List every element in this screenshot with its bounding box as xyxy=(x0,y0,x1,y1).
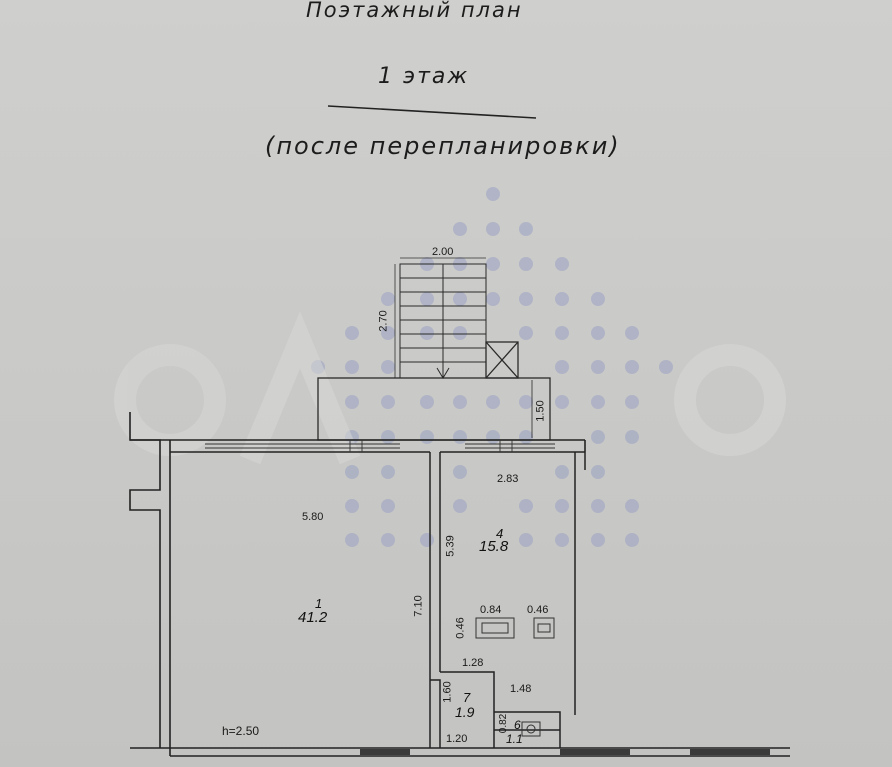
partitions xyxy=(429,452,586,748)
plan-title: Поэтажный план xyxy=(306,0,523,22)
watermark-logo xyxy=(114,311,786,465)
room-1-area: 41.2 xyxy=(298,609,328,626)
title-underline xyxy=(327,105,537,119)
staircase xyxy=(399,263,487,379)
bottom-wall-fill xyxy=(360,749,770,755)
outer-walls xyxy=(129,412,790,757)
room-4-area: 15.8 xyxy=(479,538,509,555)
dim-total-depth: 7.10 xyxy=(412,595,425,617)
vent-shaft xyxy=(485,341,519,379)
dim-bottom-width: 1.20 xyxy=(446,733,468,745)
dim-vestibule-depth: 1.50 xyxy=(534,400,547,422)
dim-niche-right: 0.46 xyxy=(527,604,549,616)
dim-room7-width: 1.28 xyxy=(462,657,484,669)
room-6-number: 6 xyxy=(514,718,521,732)
room-6-area: 1.1 xyxy=(506,732,523,746)
windows xyxy=(205,440,555,452)
stair-dim-lines xyxy=(394,257,486,378)
dim-room4-width: 2.83 xyxy=(497,473,519,485)
dim-niche-mid: 0.84 xyxy=(480,604,502,616)
dim-stair-width: 2.00 xyxy=(432,246,454,258)
watermark-dots xyxy=(311,187,673,547)
dim-room4-depth: 5.39 xyxy=(444,535,457,557)
room-7-number: 7 xyxy=(463,690,471,705)
dim-room1-depth: 5.80 xyxy=(302,511,324,523)
replanning-note: (после перепланировки) xyxy=(265,132,621,160)
room-7-area: 1.9 xyxy=(455,704,475,720)
dim-room7-depth: 1.60 xyxy=(441,681,454,703)
dim-stair-length: 2.70 xyxy=(377,310,390,332)
dim-room6-depth-small: 0.82 xyxy=(498,713,510,734)
dim-room6-depth: 1.48 xyxy=(510,683,532,695)
fixtures xyxy=(475,617,555,737)
room-1-number: 1 xyxy=(315,596,323,611)
room-4-number: 4 xyxy=(496,526,504,541)
ceiling-height: h=2.50 xyxy=(222,724,260,738)
dim-niche-left: 0.46 xyxy=(454,617,467,639)
floor-label: 1 этаж xyxy=(378,64,470,89)
